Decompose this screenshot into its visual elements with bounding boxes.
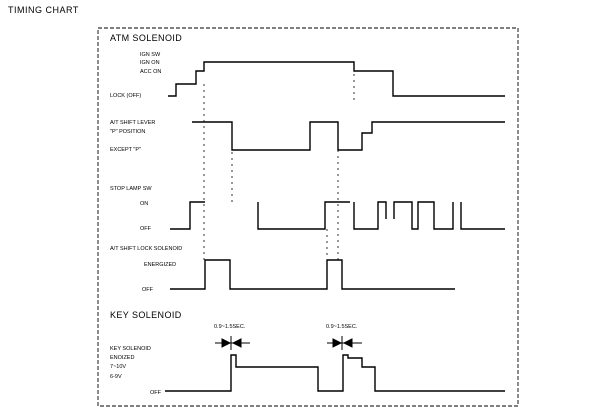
stop-lamp-seg-3 bbox=[353, 201, 387, 230]
chart-border bbox=[97, 27, 519, 407]
shift-lever-trace bbox=[192, 121, 505, 151]
enoized-label: ENOIZED bbox=[110, 355, 134, 361]
key-off-label: OFF bbox=[150, 390, 162, 396]
except-p-label: EXCEPT "P" bbox=[110, 147, 141, 153]
shift-lock-solenoid-label: A/T SHIFT LOCK SOLENOID bbox=[110, 246, 182, 252]
atm-section-title: ATM SOLENOID bbox=[110, 33, 182, 43]
shift-lever-label: A/T SHIFT LEVER bbox=[110, 120, 155, 126]
reference-lines bbox=[203, 62, 355, 260]
arrow-head-left-2 bbox=[332, 338, 343, 348]
stop-lamp-seg-1 bbox=[170, 201, 205, 230]
stop-lamp-seg-5 bbox=[460, 202, 505, 230]
ign-sw-waveform bbox=[168, 61, 505, 97]
stop-lamp-label: STOP LAMP SW bbox=[110, 186, 152, 192]
delay-arrow-2 bbox=[327, 336, 362, 350]
delay-label-1: 0.9~1.5SEC. bbox=[214, 324, 246, 330]
v2-label: 6-9V bbox=[110, 374, 122, 380]
stop-on-label: ON bbox=[140, 201, 148, 207]
arrow-head-left-1 bbox=[221, 338, 232, 348]
shift-lock-trace bbox=[170, 259, 455, 290]
ign-sw-trace bbox=[168, 61, 505, 97]
stop-lamp-seg-4 bbox=[393, 201, 454, 230]
energized-label: ENERGIZED bbox=[144, 262, 176, 268]
key-solenoid-trace bbox=[165, 354, 505, 392]
acc-on-label: ACC ON bbox=[140, 69, 161, 75]
stop-lamp-waveform bbox=[170, 201, 505, 230]
shift-lever-waveform bbox=[192, 121, 505, 151]
p-position-label: "P" POSITION bbox=[110, 129, 145, 135]
delay-arrow-1 bbox=[215, 336, 250, 350]
delay-label-2: 0.9~1.5SEC. bbox=[326, 324, 358, 330]
ign-sw-label: IGN SW bbox=[140, 52, 161, 58]
ign-on-label: IGN ON bbox=[140, 60, 160, 66]
key-solenoid-waveform bbox=[165, 354, 505, 392]
shift-lock-waveform bbox=[170, 259, 455, 290]
v1-label: 7~10V bbox=[110, 364, 126, 370]
stop-lamp-seg-2 bbox=[257, 201, 350, 230]
arrow-head-right-1 bbox=[231, 338, 242, 348]
shift-lock-off-label: OFF bbox=[142, 287, 154, 293]
lock-off-label: LOCK (OFF) bbox=[110, 93, 141, 99]
key-solenoid-label: KEY SOLENOID bbox=[110, 346, 151, 352]
arrow-head-right-2 bbox=[342, 338, 353, 348]
key-section-title: KEY SOLENOID bbox=[110, 310, 182, 320]
stop-off-label: OFF bbox=[140, 226, 152, 232]
page-title: TIMING CHART bbox=[8, 5, 79, 15]
